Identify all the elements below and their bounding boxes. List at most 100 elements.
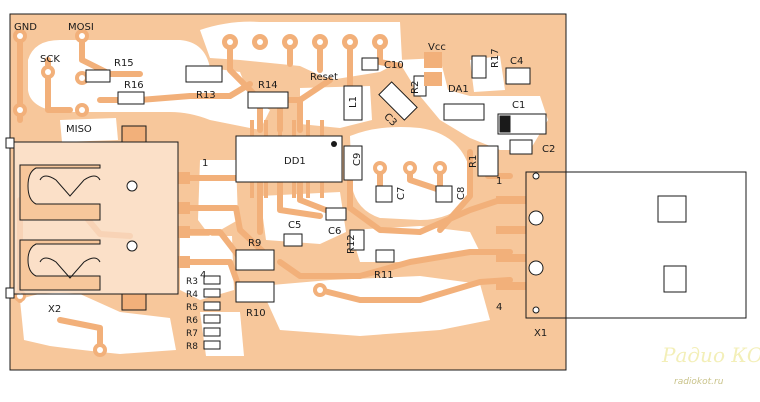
pad	[373, 161, 387, 175]
r13-body	[185, 65, 223, 83]
x1-window-top	[657, 195, 687, 223]
pad	[75, 103, 89, 117]
label-r7: R7	[186, 329, 198, 339]
label-r13: R13	[196, 90, 216, 101]
pad	[372, 34, 388, 50]
x1-window-bottom	[663, 265, 687, 293]
through-hole-pads	[13, 29, 447, 357]
label-c7: C7	[396, 187, 407, 200]
label-r12: R12	[346, 234, 357, 254]
da1-body	[443, 103, 485, 121]
smd-pads	[178, 52, 526, 290]
pad	[41, 65, 55, 79]
pad	[313, 283, 327, 297]
label-x2: X2	[48, 304, 61, 315]
label-r14: R14	[258, 80, 278, 91]
label-r2: R2	[410, 81, 421, 94]
label-vcc: Vcc	[428, 42, 446, 53]
label-c5: C5	[288, 220, 301, 231]
label-x1: X1	[534, 328, 547, 339]
label-r15: R15	[114, 58, 134, 69]
r7-body	[203, 327, 221, 337]
x1-connector	[525, 171, 747, 319]
label-r16: R16	[124, 80, 144, 91]
pad	[75, 29, 89, 43]
c2-body	[509, 139, 533, 155]
label-c9: C9	[352, 153, 363, 166]
r17-body	[471, 55, 487, 79]
dd1-pin1-dot	[331, 141, 337, 147]
r4-body	[203, 288, 221, 298]
label-x1-pin1: 1	[496, 176, 502, 187]
label-r3: R3	[186, 277, 198, 287]
dd1-chip	[235, 120, 343, 198]
pad	[222, 34, 238, 50]
label-r5: R5	[186, 303, 198, 313]
label-miso: MISO	[66, 124, 92, 135]
label-c2: C2	[542, 144, 555, 155]
pad	[403, 161, 417, 175]
r11-body	[375, 249, 395, 263]
label-r8: R8	[186, 342, 198, 352]
r5-body	[203, 301, 221, 311]
label-r1: R1	[468, 155, 479, 168]
label-sck: SCK	[40, 54, 60, 65]
label-c8: C8	[456, 187, 467, 200]
x2-connector	[5, 125, 179, 311]
c3-body	[378, 81, 418, 121]
r14-body	[247, 91, 289, 109]
label-x2-pin1: 1	[202, 158, 208, 169]
pad	[433, 161, 447, 175]
c5-body	[283, 233, 303, 247]
r8-body	[203, 340, 221, 350]
label-c10: C10	[384, 60, 404, 71]
c9-body	[343, 145, 363, 181]
r3-body	[203, 275, 221, 285]
c4-body	[505, 67, 531, 85]
r16-body	[117, 91, 145, 105]
label-r11: R11	[374, 270, 394, 281]
c1-stripe	[499, 115, 511, 133]
r15-body	[85, 69, 111, 83]
label-c6: C6	[328, 226, 341, 237]
r12-body	[349, 229, 365, 251]
label-dd1: DD1	[284, 156, 306, 167]
label-mosi: MOSI	[68, 22, 94, 33]
label-c1: C1	[512, 100, 525, 111]
label-x1-pin4: 4	[496, 302, 502, 313]
dd1-body	[235, 135, 343, 183]
pad	[282, 34, 298, 50]
watermark: Радио КОТ radiokot.ru	[661, 343, 760, 387]
pad	[312, 34, 328, 50]
pad	[13, 29, 27, 43]
r6-body	[203, 314, 221, 324]
watermark-url: radiokot.ru	[674, 377, 724, 387]
c7-body	[375, 185, 393, 203]
r1-body	[477, 145, 499, 177]
label-r4: R4	[186, 290, 198, 300]
smd-components	[85, 55, 547, 350]
r10-body	[235, 281, 275, 303]
label-da1: DA1	[448, 84, 469, 95]
pad	[252, 34, 268, 50]
l1-body	[343, 85, 363, 121]
label-l1: L1	[348, 96, 359, 108]
pad	[93, 343, 107, 357]
label-c4: C4	[510, 56, 523, 67]
pad	[342, 34, 358, 50]
label-r10: R10	[246, 308, 266, 319]
c6-body	[325, 207, 347, 221]
label-r17: R17	[490, 48, 501, 68]
label-x2-pin4: 4	[200, 270, 206, 281]
r9-body	[235, 249, 275, 271]
c10-body	[361, 57, 379, 71]
silkscreen-labels: GND MOSI SCK MISO Vcc Reset R15 R16 R13 …	[14, 22, 555, 352]
pad	[13, 103, 27, 117]
label-r6: R6	[186, 316, 198, 326]
watermark-title: Радио КОТ	[661, 343, 760, 367]
c8-body	[435, 185, 453, 203]
label-r9: R9	[248, 238, 261, 249]
label-gnd: GND	[14, 22, 37, 33]
label-reset: Reset	[310, 72, 338, 83]
